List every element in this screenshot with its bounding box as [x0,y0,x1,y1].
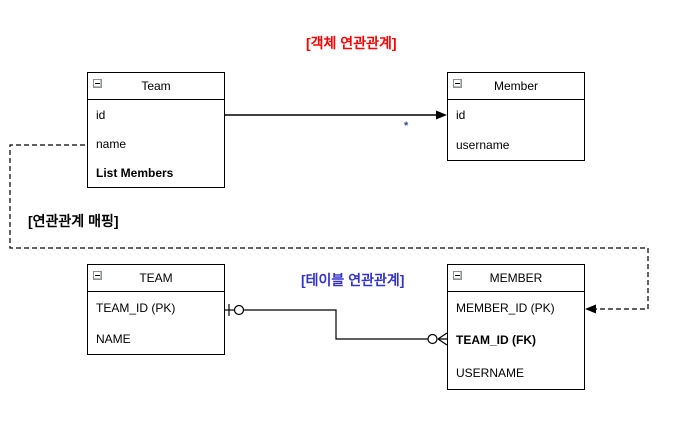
field-row[interactable]: id [96,107,106,122]
class-association-arrow[interactable] [225,110,447,120]
mapping-title: [연관관계 매핑] [28,213,119,229]
member-table-box[interactable]: MEMBER MEMBER_ID (PK) TEAM_ID (FK) USERN… [447,264,585,390]
field-row[interactable]: TEAM_ID (PK) [96,300,176,315]
field-row[interactable]: username [456,138,510,152]
team-table-header[interactable]: TEAM [88,265,224,292]
collapse-minus-icon[interactable] [453,271,462,280]
entity-title: MEMBER [489,271,543,285]
field-row[interactable]: name [96,136,127,151]
entity-title: TEAM [139,271,173,285]
collapse-minus-icon[interactable] [93,271,102,280]
entity-title: Member [493,79,538,93]
member-class-header[interactable]: Member [448,73,584,100]
team-table-box[interactable]: TEAM TEAM_ID (PK) NAME [87,264,225,355]
field-row[interactable]: USERNAME [456,365,525,380]
member-class-box[interactable]: Member id username [447,72,585,161]
field-row[interactable]: TEAM_ID (FK) [456,333,536,348]
collapse-minus-icon[interactable] [93,79,102,88]
multiplicity-label: * [404,120,409,132]
team-class-header[interactable]: Team [88,73,224,100]
object-association-title: [객체 연관관계] [306,35,397,51]
table-association-title: [테이블 연관관계] [301,272,405,288]
field-row[interactable]: MEMBER_ID (PK) [456,301,555,316]
entity-title: Team [141,79,171,93]
field-row[interactable]: List Members [96,165,174,180]
member-table-header[interactable]: MEMBER [448,265,584,292]
team-class-box[interactable]: Team id name List Members [87,72,225,188]
collapse-minus-icon[interactable] [453,79,462,88]
field-row[interactable]: NAME [96,331,131,346]
table-relationship-connector[interactable] [225,304,448,346]
field-row[interactable]: id [456,108,466,122]
